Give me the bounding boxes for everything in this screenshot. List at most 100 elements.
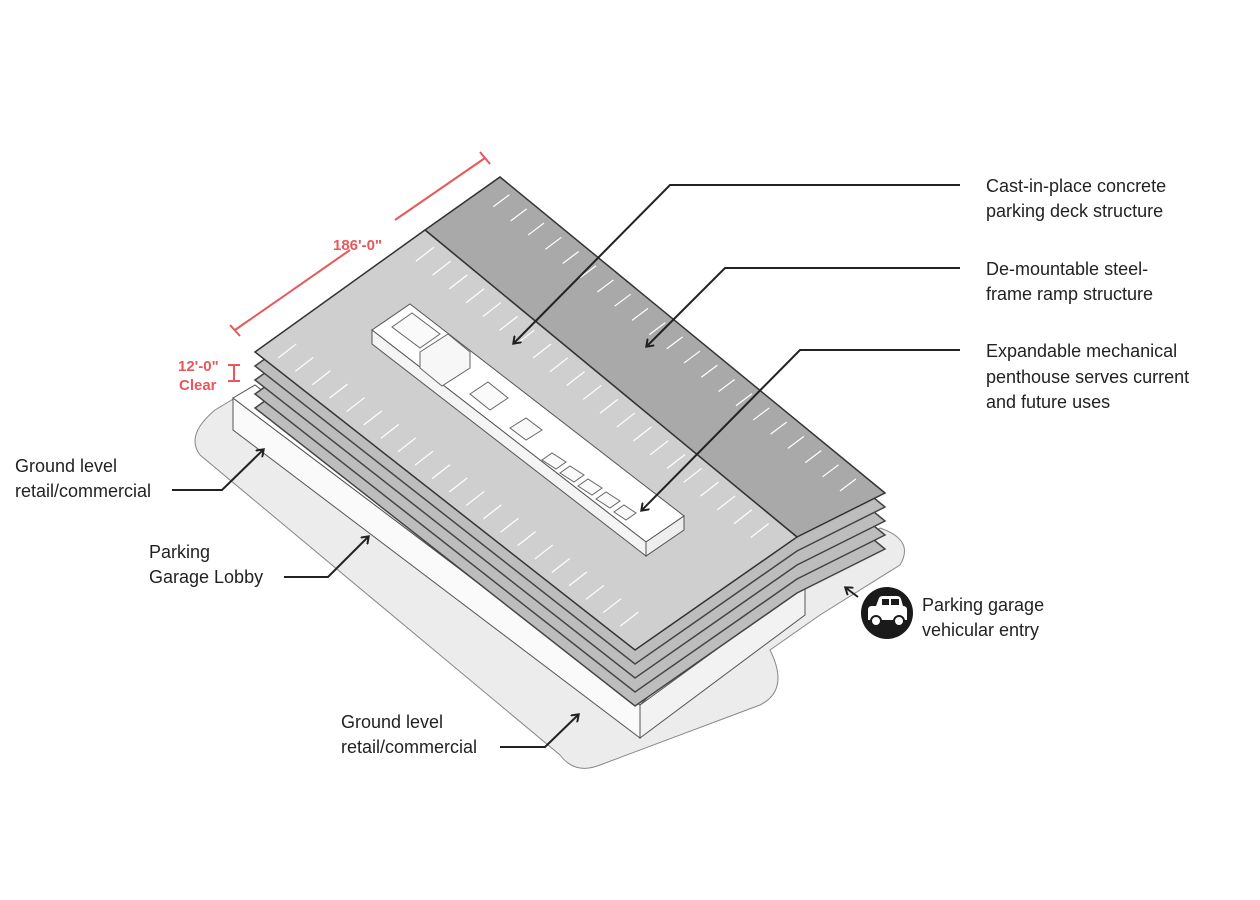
stall-line [666,336,684,350]
stall-line [551,558,571,573]
stall-line [545,236,562,250]
leader-lobby [284,537,368,578]
stall-line [599,398,619,414]
leader-retail-left [172,450,263,491]
sidewalk-plaza [194,397,905,769]
callout-lobby: Parking Garage Lobby [149,542,263,587]
callout-line: frame ramp structure [986,284,1153,304]
stall-line [648,322,666,336]
callout-line: Parking garage [922,595,1044,615]
stall-line [579,265,597,279]
stall-line [329,383,348,399]
stall-line [752,407,770,421]
stall-line [683,350,701,364]
stall-line [431,464,451,480]
stall-line [649,440,669,456]
length-dimension [229,151,491,337]
stall-line [582,384,602,400]
stall-line [448,477,468,493]
stall-line [517,531,536,547]
stall-line [483,504,502,520]
stall-line [499,315,518,331]
clearance-label: Clear [179,377,217,394]
stall-line [500,517,519,533]
clearance-dimension [228,364,240,382]
stall-line [397,437,417,453]
callout-retail-left: Ground level retail/commercial [15,456,151,501]
stall-line [683,467,703,483]
callout-retail-front: Ground level retail/commercial [341,712,477,757]
leader-retail-front [500,715,578,748]
stall-line [312,370,331,386]
stall-line [549,357,569,373]
stall-line [277,343,297,359]
mechanical-penthouse [371,303,685,558]
stall-line [414,450,434,466]
stall-line [602,598,622,614]
stall-line [633,426,652,442]
callout-line: parking deck structure [986,201,1163,221]
callout-line: Parking [149,542,210,562]
leader-concrete-deck [514,184,960,343]
stall-line [527,222,545,236]
stall-line [718,379,735,392]
stall-line [716,495,736,511]
callout-line: retail/commercial [15,481,151,501]
stall-line [700,364,718,378]
stall-line [363,410,383,426]
car-icon [861,587,913,639]
stall-line [735,393,753,407]
callout-vehicular-entry: Parking garage vehicular entry [922,595,1044,640]
callout-steel-ramp: De-mountable steel- frame ramp structure [986,259,1153,304]
stall-line [534,544,554,560]
stall-line [380,423,400,439]
clearance-value: 12'-0" [178,358,219,375]
stall-line [750,523,770,539]
stall-line [432,260,451,276]
parking-stall-lines [277,194,857,627]
callout-line: Ground level [341,712,443,732]
stall-line [448,274,468,290]
callout-line: De-mountable steel- [986,259,1148,279]
callout-line: Expandable mechanical [986,341,1177,361]
leader-vehicular-entry [846,588,859,598]
stall-line [596,279,614,293]
stall-line [415,246,435,262]
stall-line [616,412,636,428]
stall-line [482,302,502,318]
stall-line [787,435,805,449]
stall-line [562,251,580,264]
length-dimension-label: 186'-0" [333,237,382,254]
callout-concrete-deck: Cast-in-place concrete parking deck stru… [986,176,1166,221]
callout-penthouse: Expandable mechanical penthouse serves c… [986,341,1189,412]
leader-penthouse [642,349,960,510]
stall-line [510,208,528,222]
stall-line [566,371,585,387]
stall-line [631,307,649,321]
stall-line [294,356,314,372]
leader-steel-ramp [647,267,960,346]
stall-line [666,454,686,469]
stall-line [770,421,787,435]
stall-line [493,194,510,208]
callout-line: vehicular entry [922,620,1039,640]
callout-line: Cast-in-place concrete [986,176,1166,196]
stall-line [614,293,632,307]
callout-line: and future uses [986,392,1110,412]
stall-line [465,490,485,506]
stall-line [822,464,839,478]
stall-line [585,584,605,600]
stall-line [733,509,753,525]
stall-line [568,571,588,587]
callout-line: Garage Lobby [149,567,263,587]
stall-line [700,481,719,497]
stall-line [804,450,822,464]
callout-line: Ground level [15,456,117,476]
callout-line: retail/commercial [341,737,477,757]
stall-line [465,288,485,304]
stall-line [532,343,552,359]
stall-line [346,397,365,413]
stall-line [619,611,639,627]
